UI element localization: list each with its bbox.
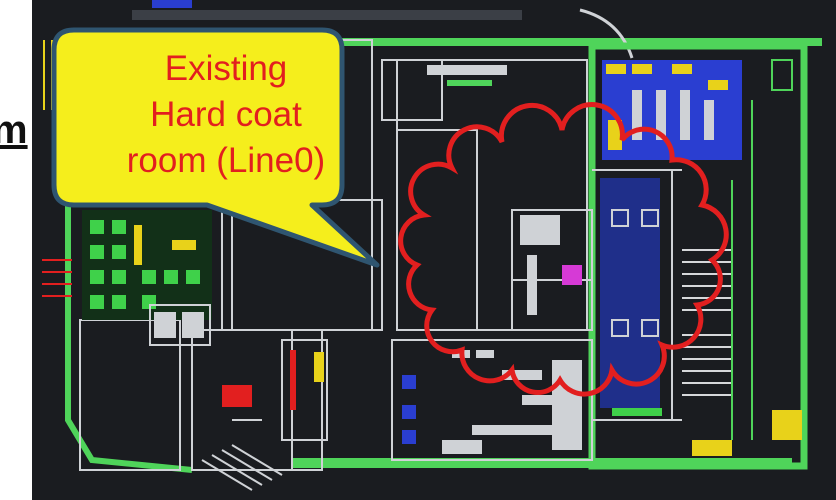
lower-left-equipment — [201, 350, 324, 491]
callout-line-1: Existing — [164, 49, 288, 88]
callout-line-3: room (Line0) — [126, 141, 326, 180]
center-equipment — [402, 65, 582, 454]
left-equipment-block — [42, 210, 212, 346]
callout-label: Existing Hard coat room (Line0) — [76, 46, 376, 184]
floor-plan-svg — [42, 0, 822, 491]
callout-bubble — [51, 27, 380, 268]
slide-edge-text: m — [0, 108, 28, 152]
callout-line-2: Hard coat — [150, 95, 302, 134]
left-guides — [43, 40, 53, 110]
top-band — [132, 0, 822, 59]
revision-cloud — [398, 102, 729, 397]
right-production-line — [600, 59, 802, 456]
floor-plan-drawing: Existing Hard coat room (Line0) — [32, 0, 836, 500]
